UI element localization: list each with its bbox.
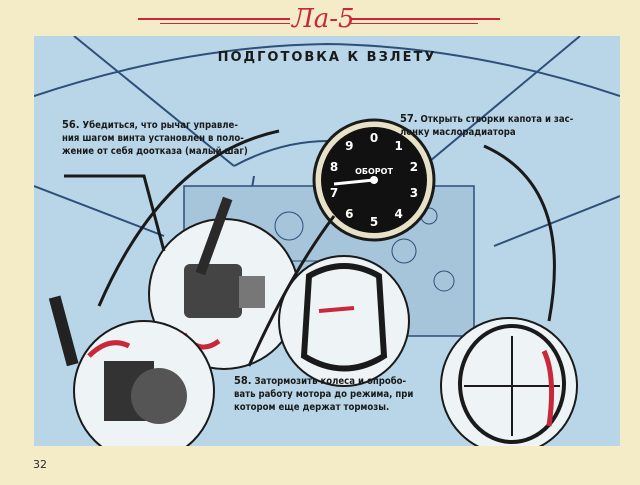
book-title: Ла-5 [292,4,355,34]
cockpit-illustration: 0 12 34 5 67 89 ОБОРОТ [34,36,620,446]
gauge-numeral: 3 [410,186,418,200]
header-rule-right [350,18,500,20]
gauge-numeral: 5 [370,215,378,229]
gauge-needle [333,178,375,186]
step-56-caption: 56. Убедиться, что рычаг управле- ния ша… [62,118,270,158]
tachometer-gauge: 0 12 34 5 67 89 ОБОРОТ [312,118,436,242]
gauge-numeral: 4 [395,207,403,221]
gauge-numeral: 6 [345,207,353,221]
gauge-numeral: 7 [330,186,338,200]
gauge-numeral: 0 [370,131,378,145]
brake-handle-vignette [278,255,410,387]
gauge-numeral: 1 [395,139,403,153]
pointer-arrows [64,129,556,367]
step-57-number: 57. [400,112,418,125]
header-rule-left-thin [160,23,290,24]
header-rule-left [138,18,290,20]
page-number: 32 [33,458,47,471]
header-rule-right-thin [350,23,478,24]
gauge-numeral: 8 [330,160,338,174]
gauge-numeral: 9 [345,139,353,153]
plate-title: ПОДГОТОВКА К ВЗЛЕТУ [217,50,437,65]
step-57-text: Открыть створки капота и зас- лонку масл… [400,114,574,138]
throttle-vignette [48,295,215,446]
gauge-label: ОБОРОТ [355,167,393,176]
step-57-caption: 57. Открыть створки капота и зас- лонку … [400,112,610,139]
step-56-number: 56. [62,118,80,131]
step-58-caption: 58. Затормозить колеса и опробо- вать ра… [234,374,480,414]
cowl-flap-wheel-vignette [440,317,578,446]
step-58-text: Затормозить колеса и опробо- вать работу… [234,376,414,413]
step-58-number: 58. [234,374,252,387]
step-56-text: Убедиться, что рычаг управле- ния шагом … [62,120,248,157]
gauge-numeral: 2 [410,160,418,174]
